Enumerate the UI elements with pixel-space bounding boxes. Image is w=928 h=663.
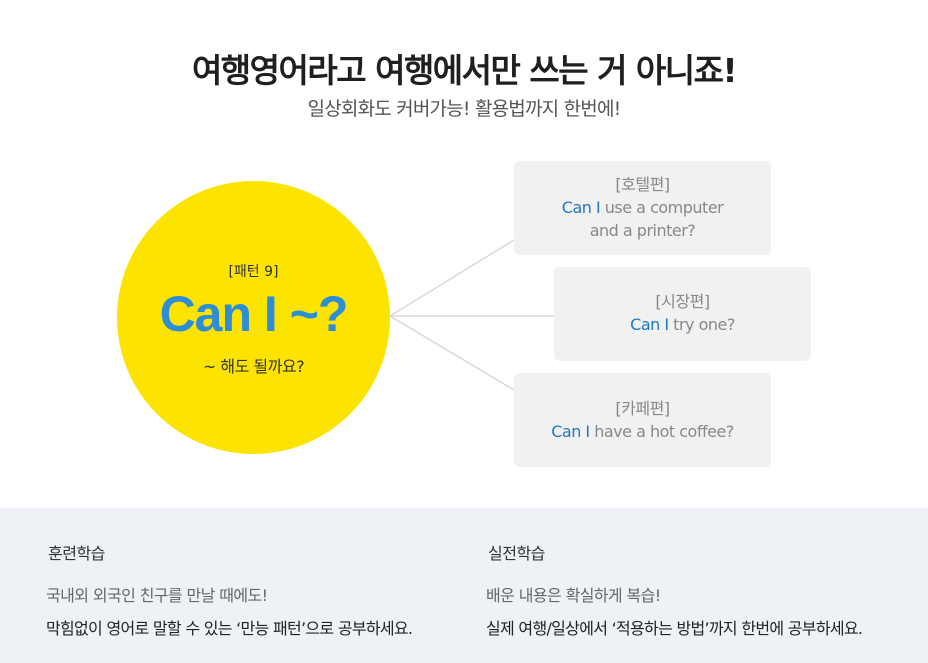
- training-line1: 국내외 외국인 친구를 만날 때에도!: [46, 586, 268, 605]
- practice-label-text: 실전학습: [488, 544, 545, 563]
- practice-label: 실전학습: [483, 540, 557, 564]
- example-text: use a computer: [600, 198, 724, 217]
- example-category: [호텔편]: [615, 175, 670, 194]
- training-line2: 막힘없이 영어로 말할 수 있는 ‘만능 패턴’으로 공부하세요.: [46, 619, 413, 638]
- example-card-market: [시장편] Can I try one?: [554, 267, 811, 361]
- example-card-cafe: [카페편] Can I have a hot coffee?: [514, 373, 771, 467]
- example-category: [카페편]: [615, 399, 670, 418]
- training-label-text: 훈련학습: [48, 544, 105, 563]
- example-highlight: Can I: [561, 198, 601, 217]
- example-text: have a hot coffee?: [589, 422, 734, 441]
- pattern-meaning: ~ 해도 될까요?: [202, 357, 305, 376]
- example-text-line2: and a printer?: [589, 221, 696, 240]
- example-highlight: Can I: [551, 422, 590, 441]
- connector-line-hotel: [389, 239, 515, 317]
- page-subtitle: 일상회화도 커버가능! 활용법까지 한번에!: [307, 98, 622, 120]
- pattern-tag: [패턴 9]: [228, 264, 279, 280]
- practice-column: 실전학습 배운 내용은 확실하게 복습! 실제 여행/일상에서 ‘적용하는 방법…: [483, 540, 863, 639]
- example-category: [시장편]: [655, 292, 710, 311]
- example-highlight: Can I: [630, 315, 669, 334]
- learning-section: 훈련학습 국내외 외국인 친구를 만날 때에도! 막힘없이 영어로 말할 수 있…: [0, 508, 928, 663]
- pattern-circle: [패턴 9] Can I ~? ~ 해도 될까요?: [117, 181, 390, 454]
- pattern-expression: Can I ~?: [159, 286, 349, 342]
- page-title: 여행영어라고 여행에서만 쓰는 거 아니죠!: [191, 51, 738, 90]
- example-text: try one?: [668, 315, 735, 334]
- connector-lines: [389, 239, 554, 391]
- practice-line1: 배운 내용은 확실하게 복습!: [486, 586, 661, 605]
- training-column: 훈련학습 국내외 외국인 친구를 만날 때에도! 막힘없이 영어로 말할 수 있…: [43, 540, 413, 639]
- connector-line-cafe: [389, 315, 515, 391]
- example-card-hotel: [호텔편] Can I use a computer and a printer…: [514, 161, 771, 255]
- training-label: 훈련학습: [43, 540, 117, 564]
- practice-line2: 실제 여행/일상에서 ‘적용하는 방법’까지 한번에 공부하세요.: [486, 619, 863, 638]
